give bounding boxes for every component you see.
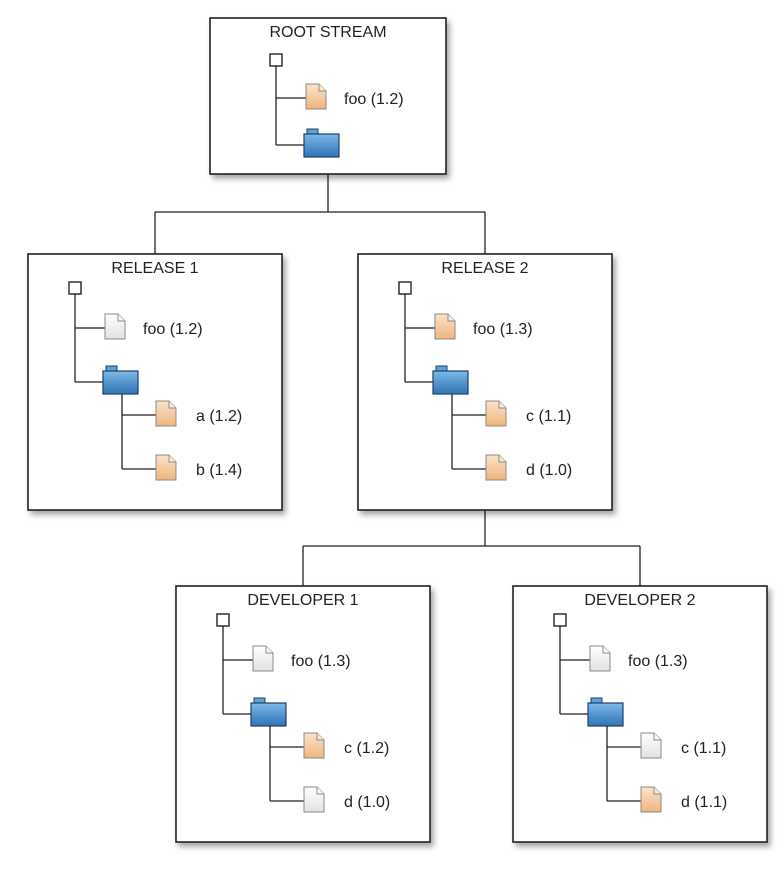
stream-boxes: ROOT STREAM foo (1.2) RELEASE 1 foo (1.2) a … [27, 17, 768, 843]
file-label: c (1.2) [344, 740, 389, 757]
root-node-icon [68, 281, 82, 295]
folder-icon [250, 697, 287, 727]
root-node-icon [216, 613, 230, 627]
file-icon [589, 645, 611, 672]
modified-file-icon [155, 454, 177, 481]
file-label: foo (1.3) [628, 653, 688, 670]
modified-file-icon [640, 786, 662, 813]
folder-icon [587, 697, 624, 727]
stream-title: DEVELOPER 2 [584, 592, 695, 609]
connector-root [154, 174, 486, 254]
file-label: foo (1.2) [143, 321, 203, 338]
stream-box-frame [512, 585, 768, 843]
connector-release2 [302, 510, 641, 586]
stream-title: RELEASE 1 [111, 260, 198, 277]
file-icon [104, 313, 126, 340]
modified-file-icon [303, 732, 325, 759]
file-icon [640, 732, 662, 759]
folder-icon [432, 365, 469, 395]
file-label: a (1.2) [196, 408, 242, 425]
file-icon [303, 786, 325, 813]
stream-box-release1[interactable]: RELEASE 1 foo (1.2) a (1.2) b (1.4) [27, 253, 283, 511]
modified-file-icon [485, 454, 507, 481]
folder-icon [102, 365, 139, 395]
file-label: c (1.1) [526, 408, 571, 425]
file-label: d (1.1) [681, 794, 727, 811]
stream-title: ROOT STREAM [269, 24, 386, 41]
stream-connectors [154, 174, 641, 586]
stream-box-developer2[interactable]: DEVELOPER 2 foo (1.3) c (1.1) d (1.1) [512, 585, 768, 843]
stream-box-frame [175, 585, 431, 843]
root-node-icon [269, 53, 283, 67]
folder-icon [303, 128, 340, 158]
file-label: b (1.4) [196, 462, 242, 479]
root-node-icon [553, 613, 567, 627]
file-label: d (1.0) [344, 794, 390, 811]
file-label: d (1.0) [526, 462, 572, 479]
file-label: foo (1.2) [344, 91, 404, 108]
stream-box-root[interactable]: ROOT STREAM foo (1.2) [209, 17, 447, 175]
file-label: foo (1.3) [291, 653, 351, 670]
modified-file-icon [155, 400, 177, 427]
file-label: c (1.1) [681, 740, 726, 757]
modified-file-icon [305, 83, 327, 110]
modified-file-icon [485, 400, 507, 427]
file-label: foo (1.3) [473, 321, 533, 338]
stream-title: DEVELOPER 1 [247, 592, 358, 609]
stream-box-release2[interactable]: RELEASE 2 foo (1.3) c (1.1) d (1.0) [357, 253, 613, 511]
stream-title: RELEASE 2 [441, 260, 528, 277]
stream-box-frame [357, 253, 613, 511]
stream-box-frame [27, 253, 283, 511]
modified-file-icon [434, 313, 456, 340]
file-icon [252, 645, 274, 672]
stream-box-developer1[interactable]: DEVELOPER 1 foo (1.3) c (1.2) d (1.0) [175, 585, 431, 843]
root-node-icon [398, 281, 412, 295]
